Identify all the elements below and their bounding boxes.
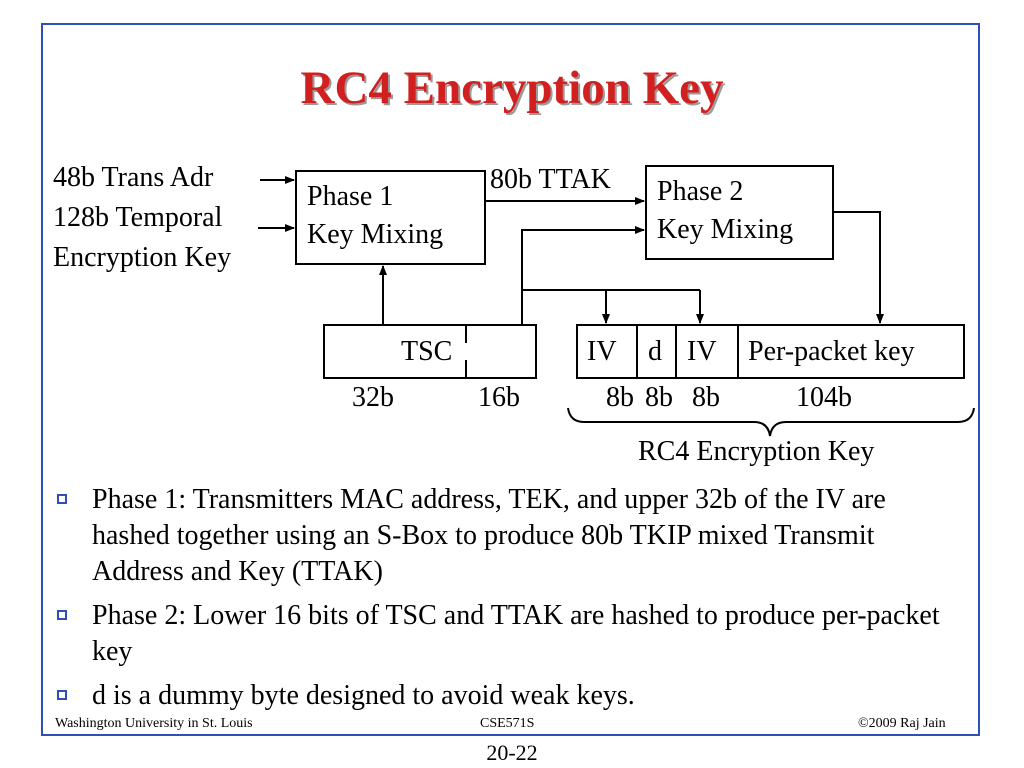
footer-course: CSE571S xyxy=(480,716,535,731)
bullet-square-icon xyxy=(57,494,67,504)
slide-frame xyxy=(41,23,980,736)
phase1-line2: Key Mixing xyxy=(307,219,444,250)
tsc-label: TSC xyxy=(401,336,453,367)
arrow-tsc-to-phase2 xyxy=(521,226,645,324)
bullet-phase1: Phase 1: Transmitters MAC address, TEK, … xyxy=(55,482,955,590)
bullet-dummy-byte: d is a dummy byte designed to avoid weak… xyxy=(55,678,955,714)
slide-title: RC4 Encryption Key xyxy=(300,62,724,114)
footer-copyright: ©2009 Raj Jain xyxy=(858,716,946,731)
temporal-label-line2: Encryption Key xyxy=(53,242,232,273)
phase2-line1: Phase 2 xyxy=(657,176,744,207)
bullet-phase2: Phase 2: Lower 16 bits of TSC and TTAK a… xyxy=(55,598,955,670)
key-size-iv2: 8b xyxy=(692,382,720,413)
tsc-size-high: 32b xyxy=(352,382,394,413)
key-cell-iv1: IV xyxy=(587,336,617,367)
trans-adr-label: 48b Trans Adr xyxy=(53,162,214,193)
phase2-line2: Key Mixing xyxy=(657,214,794,245)
bullet-square-icon xyxy=(57,690,67,700)
tsc-size-low: 16b xyxy=(478,382,520,413)
key-cell-d: d xyxy=(648,336,662,367)
arrow-phase2-to-key xyxy=(834,211,884,324)
phase2-box: Phase 2 Key Mixing xyxy=(645,165,834,260)
rc4-key-brace xyxy=(567,407,975,437)
rc4-key-box: IV d IV Per-packet key xyxy=(576,324,965,379)
key-cell-per-packet: Per-packet key xyxy=(748,336,915,367)
rc4-key-label: RC4 Encryption Key xyxy=(638,436,875,467)
bullet-square-icon xyxy=(57,610,67,620)
ttak-label: 80b TTAK xyxy=(490,164,611,195)
key-size-per-packet: 104b xyxy=(796,382,852,413)
key-size-iv1: 8b xyxy=(606,382,634,413)
key-size-d: 8b xyxy=(645,382,673,413)
tsc-box: TSC xyxy=(323,324,537,379)
phase1-line1: Phase 1 xyxy=(307,181,394,212)
key-cell-iv2: IV xyxy=(687,336,717,367)
footer-university: Washington University in St. Louis xyxy=(55,716,253,731)
phase1-box: Phase 1 Key Mixing xyxy=(295,170,486,265)
temporal-label-line1: 128b Temporal xyxy=(53,202,223,233)
bullet-list: Phase 1: Transmitters MAC address, TEK, … xyxy=(55,482,955,722)
page-number: 20-22 xyxy=(486,740,538,765)
